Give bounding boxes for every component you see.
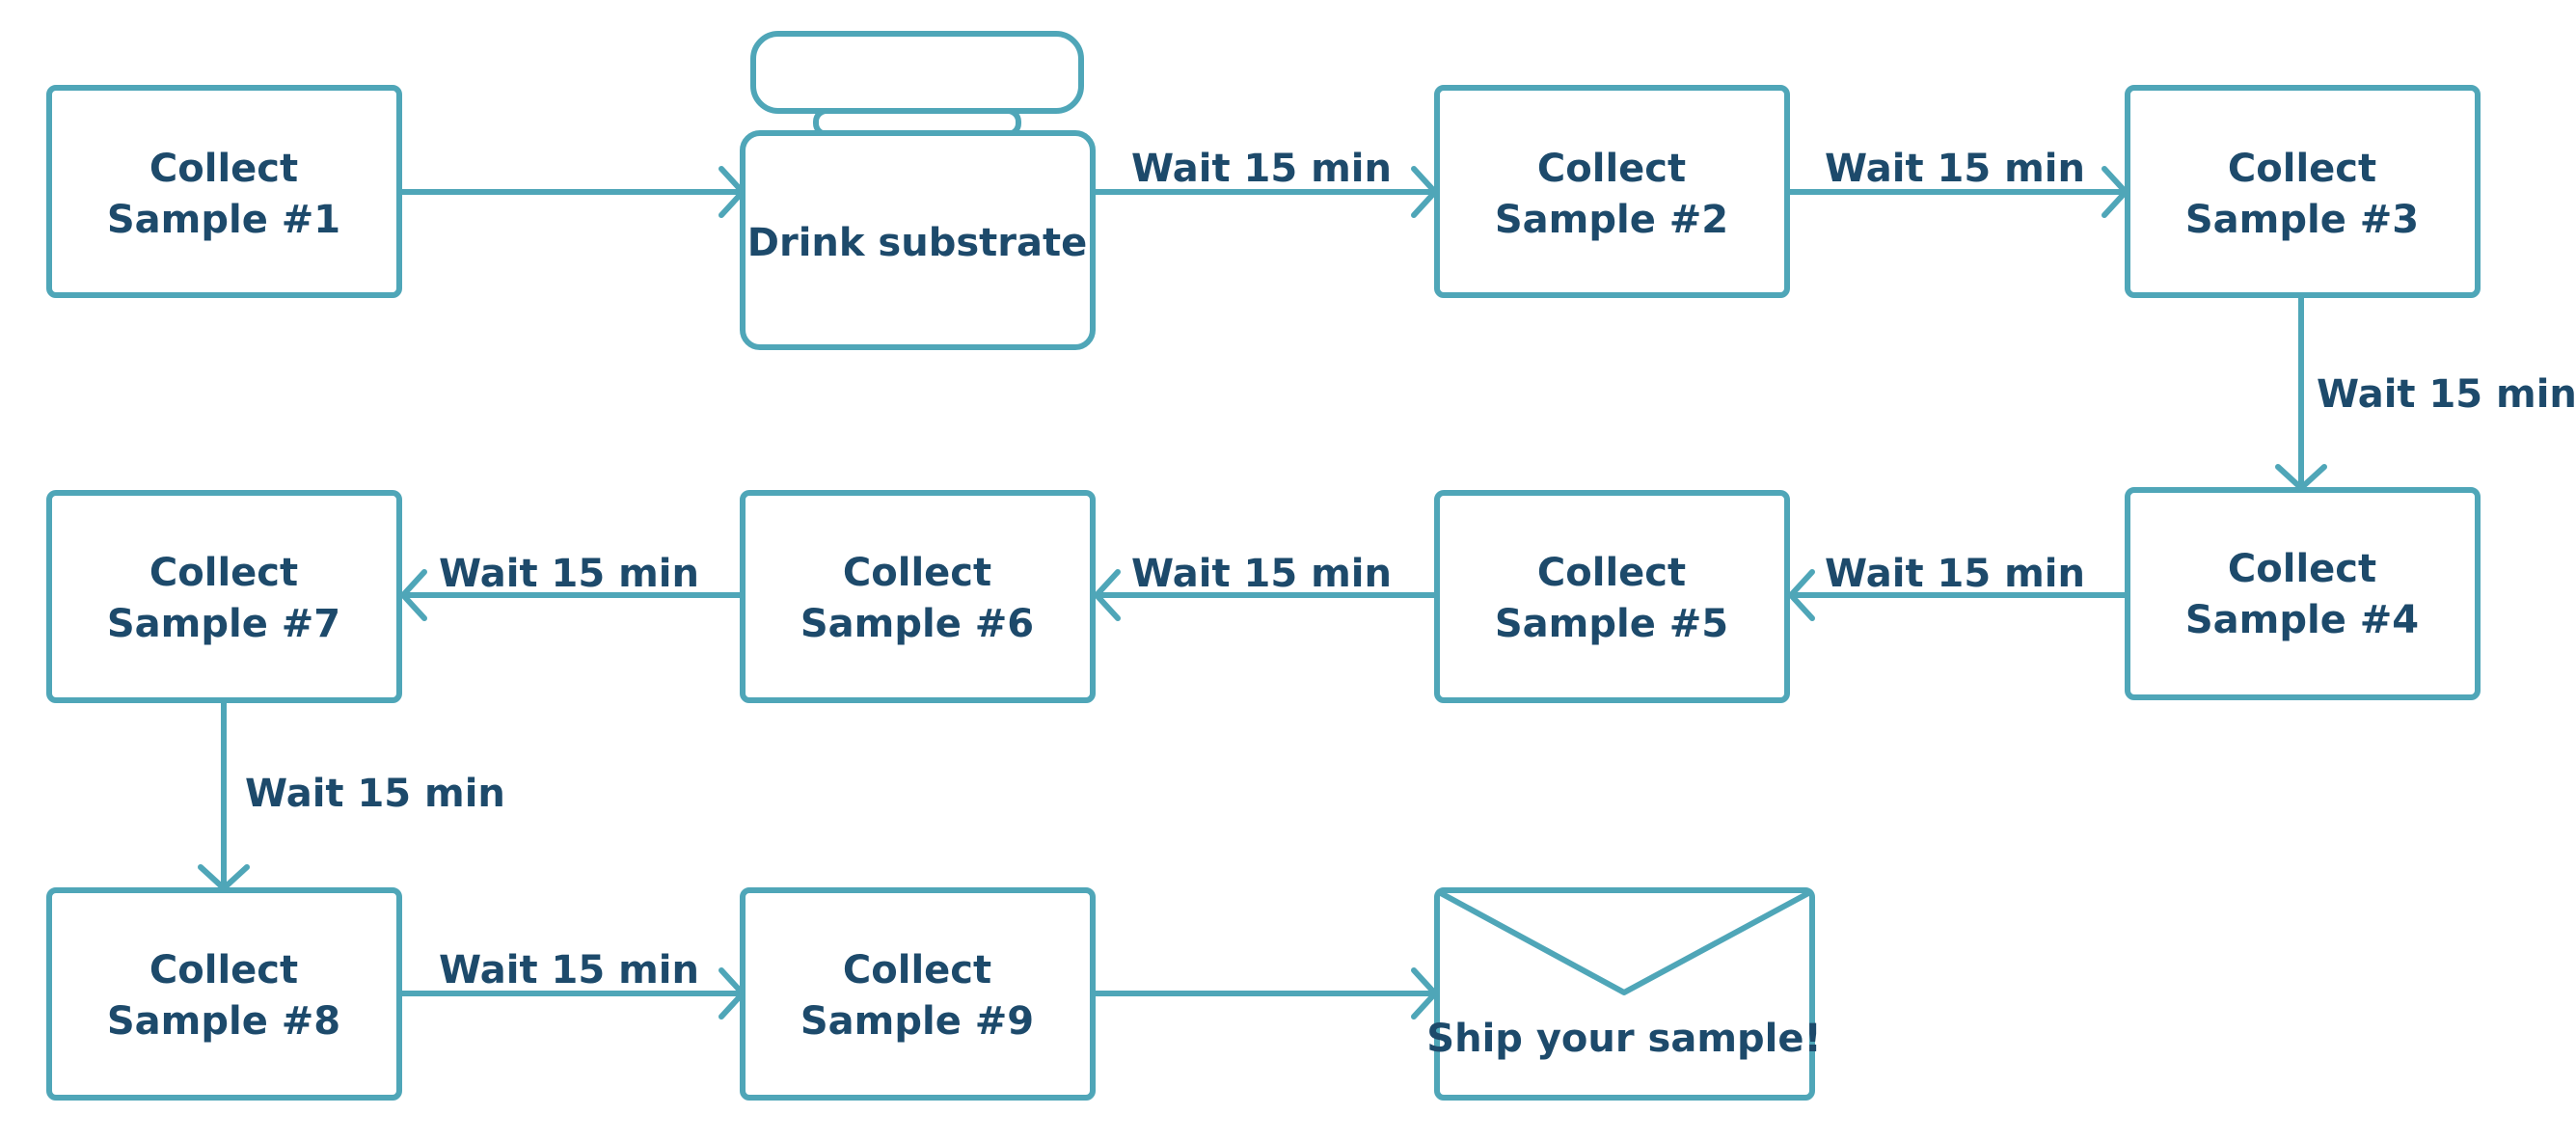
node-sample-7: Collect Sample #7	[46, 490, 402, 703]
node-label: Sample #8	[107, 999, 340, 1044]
edge-sample-7-to-sample-8	[198, 695, 250, 891]
node-label: Sample #4	[2185, 598, 2419, 642]
node-sample-2: Collect Sample #2	[1434, 85, 1790, 298]
node-label: Collect	[149, 948, 298, 992]
node-label: Sample #2	[1495, 198, 1728, 242]
edge-sample-9-to-ship	[1090, 967, 1438, 1020]
bottle-icon	[750, 31, 1084, 137]
envelope-icon	[1434, 887, 1815, 1101]
node-label: Collect	[149, 551, 298, 595]
edge-label: Wait 15 min	[1131, 552, 1392, 596]
node-drink-substrate: Drink substrate	[740, 31, 1096, 350]
node-label: Collect	[843, 551, 991, 595]
node-sample-6: Collect Sample #6	[740, 490, 1096, 703]
node-label: Sample #7	[107, 602, 340, 646]
edge-label: Wait 15 min	[245, 772, 505, 816]
edge-sample-5-to-sample-6	[1094, 569, 1438, 621]
node-label: Collect	[2228, 547, 2376, 591]
edge-label: Wait 15 min	[1825, 552, 2085, 596]
node-label: Collect	[843, 948, 991, 992]
edge-sample-6-to-sample-7	[400, 569, 746, 621]
node-label: Drink substrate	[747, 221, 1087, 265]
node-sample-5: Collect Sample #5	[1434, 490, 1790, 703]
edge-label: Wait 15 min	[439, 948, 699, 992]
edge-sample-1-to-drink	[396, 166, 746, 218]
node-label: Sample #3	[2185, 198, 2419, 242]
connectors	[198, 166, 2327, 1020]
node-label: Sample #1	[107, 198, 340, 242]
edge-label: Wait 15 min	[439, 552, 699, 596]
node-sample-3: Collect Sample #3	[2125, 85, 2481, 298]
node-label: Sample #6	[800, 602, 1034, 646]
node-label: Collect	[2228, 147, 2376, 191]
node-sample-8: Collect Sample #8	[46, 887, 402, 1101]
node-label: Collect	[1537, 551, 1686, 595]
node-label: Sample #9	[800, 999, 1034, 1044]
edge-label: Wait 15 min	[2317, 372, 2576, 417]
node-sample-9: Collect Sample #9	[740, 887, 1096, 1101]
node-sample-4: Collect Sample #4	[2125, 487, 2481, 700]
node-label: Ship your sample!	[1426, 1017, 1821, 1061]
node-label: Collect	[149, 147, 298, 191]
node-label: Sample #5	[1495, 602, 1728, 646]
edge-labels: Wait 15 min Wait 15 min Wait 15 min Wait…	[245, 147, 2576, 992]
edge-label: Wait 15 min	[1131, 147, 1392, 191]
node-label: Collect	[1537, 147, 1686, 191]
node-ship-sample: Ship your sample!	[1426, 887, 1822, 1101]
edge-sample-4-to-sample-5	[1788, 569, 2129, 621]
node-sample-1: Collect Sample #1	[46, 85, 402, 298]
edge-label: Wait 15 min	[1825, 147, 2085, 191]
